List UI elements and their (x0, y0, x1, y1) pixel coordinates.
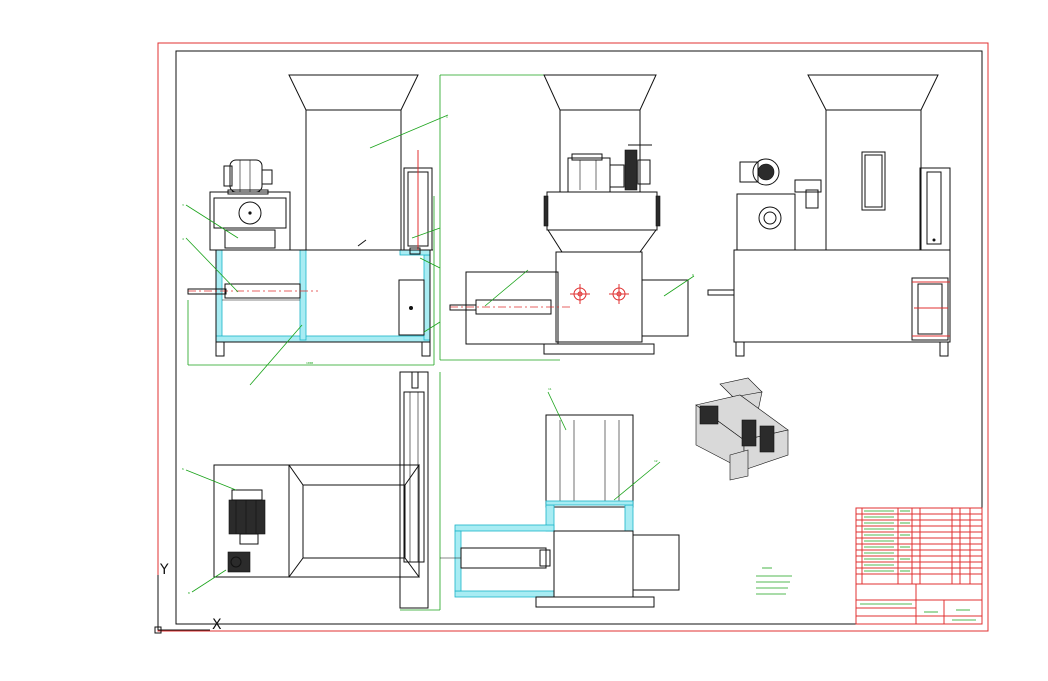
svg-text:1000: 1000 (306, 361, 313, 365)
sheet-frame (157, 42, 989, 632)
parts-list (856, 508, 982, 585)
svg-text:3: 3 (182, 203, 184, 207)
section-view: 11 12 (440, 387, 680, 608)
x-axis-label: X (212, 617, 222, 633)
svg-text:6: 6 (182, 467, 184, 471)
y-axis-label: Y (159, 562, 169, 578)
svg-text:1: 1 (446, 115, 448, 119)
rear-view (707, 74, 951, 357)
motor-plan (227, 489, 266, 573)
front-view: 1 3 4 1000 (182, 74, 449, 386)
motor-front (223, 159, 273, 195)
title-block (855, 507, 983, 625)
front-section-hatch (215, 249, 431, 343)
svg-text:12: 12 (654, 459, 658, 463)
section-hatch (454, 500, 634, 598)
isometric-view (695, 377, 789, 481)
front-leaders: 1 3 4 1000 (182, 114, 449, 386)
svg-text:9: 9 (692, 273, 694, 277)
motor-rear (739, 158, 822, 209)
ucs-axis-icon: Y X (154, 562, 222, 634)
plan-view: 6 8 (182, 371, 441, 611)
technical-notes (756, 567, 792, 595)
svg-text:8: 8 (188, 591, 190, 595)
side-view: 9 (439, 74, 695, 361)
motor-side (567, 144, 652, 193)
svg-text:4: 4 (182, 237, 184, 241)
svg-text:11: 11 (548, 387, 552, 391)
